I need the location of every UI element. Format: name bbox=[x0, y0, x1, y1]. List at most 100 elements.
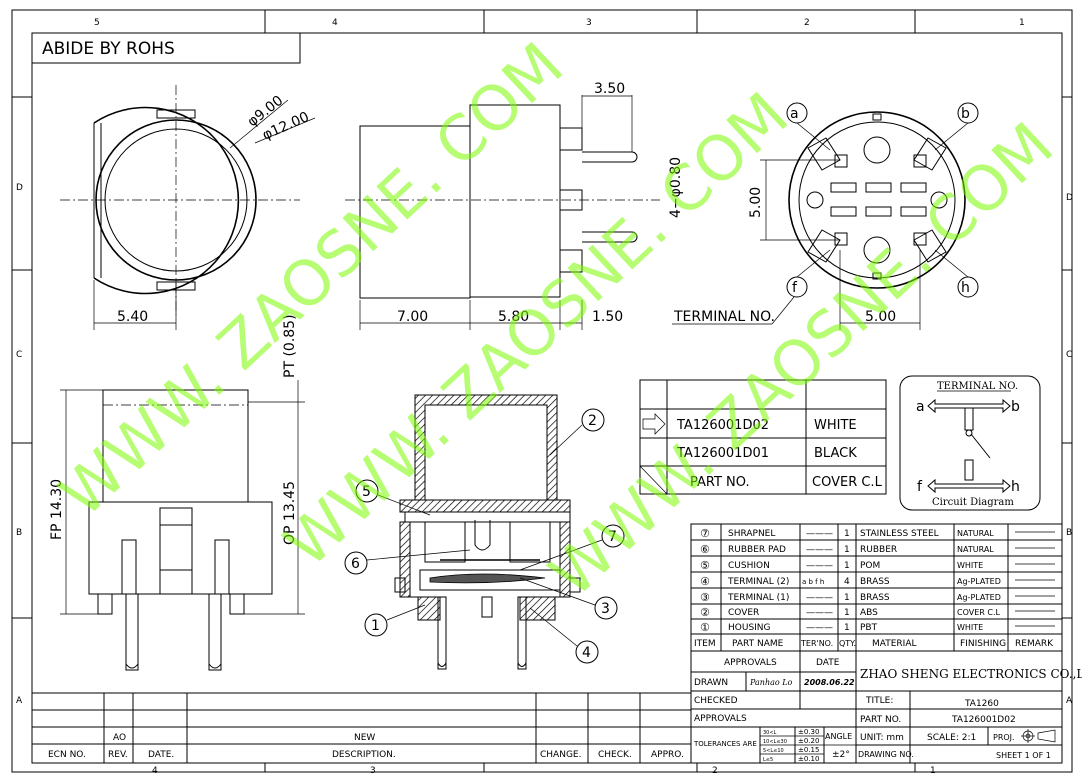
unit-label: UNIT: mm bbox=[860, 733, 904, 743]
svg-text:PBT: PBT bbox=[860, 623, 878, 633]
grid-labels: 5 4 3 2 1 4 3 2 1 D C B A D C B A bbox=[16, 18, 1073, 776]
svg-text:RUBBER: RUBBER bbox=[860, 545, 897, 555]
svg-text:———: ——— bbox=[806, 545, 833, 555]
svg-text:———: ——— bbox=[806, 529, 833, 539]
rev-header: REV. bbox=[108, 750, 128, 760]
bom-table: ⑦ SHRAPNEL ——— 1 STAINLESS STEEL NATURAL… bbox=[690, 523, 1063, 652]
approvals-header: APPROVALS bbox=[724, 658, 777, 668]
bom-row: ⑦ SHRAPNEL ——— 1 STAINLESS STEEL NATURAL bbox=[700, 527, 1055, 540]
tolerances-label: TOLERANCES ARE bbox=[693, 740, 757, 748]
svg-text:NATURAL: NATURAL bbox=[957, 545, 994, 554]
dim-5-40: 5.40 bbox=[117, 309, 148, 325]
part-no-label: PART NO. bbox=[860, 715, 901, 725]
balloons: 1 2 3 4 5 6 7 bbox=[344, 408, 625, 664]
svg-text:④: ④ bbox=[700, 575, 710, 588]
grid-col-label: 1 bbox=[930, 766, 936, 776]
svg-text:WHITE: WHITE bbox=[957, 561, 983, 570]
side-view: 3.50 4−φ0.80 7.00 5.80 1.50 bbox=[345, 81, 684, 330]
bom-row: ① HOUSING ——— 1 PBT WHITE bbox=[700, 621, 1055, 634]
front-view: φ9.00 φ12.00 5.40 bbox=[60, 85, 316, 330]
grid-row-label: C bbox=[16, 350, 22, 360]
dim-3-50: 3.50 bbox=[594, 81, 625, 97]
dim-pins: 4−φ0.80 bbox=[668, 157, 684, 218]
part-row-2: TA126001D01 bbox=[676, 446, 769, 461]
svg-text:⑦: ⑦ bbox=[700, 527, 710, 540]
bom-row: ③ TERMINAL (1) ——— 1 BRASS Ag-PLATED bbox=[700, 591, 1055, 604]
balloon-7: 7 bbox=[608, 529, 617, 545]
balloon-3: 3 bbox=[601, 601, 610, 617]
section-view bbox=[394, 394, 581, 670]
svg-text:TERMINAL (1): TERMINAL (1) bbox=[727, 593, 789, 603]
svg-text:TERMINAL (2): TERMINAL (2) bbox=[727, 577, 789, 587]
dim-h5: 5.00 bbox=[865, 309, 896, 325]
sheet-label: SHEET 1 OF 1 bbox=[996, 751, 1051, 760]
svg-text:COVER C.L: COVER C.L bbox=[957, 608, 1001, 617]
svg-text:STAINLESS STEEL: STAINLESS STEEL bbox=[860, 529, 939, 539]
svg-text:③: ③ bbox=[700, 591, 710, 604]
svg-text:FINISHING: FINISHING bbox=[960, 639, 1006, 649]
projection-symbol-icon bbox=[1021, 729, 1056, 743]
rohs-banner: ABIDE BY ROHS bbox=[31, 32, 301, 64]
svg-text:COVER: COVER bbox=[728, 608, 759, 618]
svg-text:WHITE: WHITE bbox=[957, 623, 983, 632]
svg-text:BRASS: BRASS bbox=[860, 577, 890, 587]
drawn-by: Panhao Lo bbox=[749, 678, 793, 687]
svg-text:±0.15: ±0.15 bbox=[798, 746, 819, 754]
svg-text:Ag-PLATED: Ag-PLATED bbox=[957, 577, 1001, 586]
svg-text:②: ② bbox=[700, 606, 710, 619]
scale-label: SCALE: 2:1 bbox=[927, 733, 976, 743]
circuit-diagram: TERMINAL NO. a b f h Circuit Diagram bbox=[899, 375, 1041, 511]
title-value: TA1260 bbox=[964, 699, 999, 709]
grid-col-label: 1 bbox=[1019, 18, 1025, 28]
svg-text:±0.20: ±0.20 bbox=[798, 737, 819, 745]
side-elevation: FP 14.30 OP 13.45 PT (0.85) bbox=[49, 314, 305, 671]
description-header: DESCRIPTION. bbox=[332, 750, 396, 760]
drawing-no-label: DRAWING NO. bbox=[858, 750, 914, 759]
svg-text:ABS: ABS bbox=[860, 608, 878, 618]
drawing-frame bbox=[11, 9, 1073, 773]
drawn-date: 2008.06.22 bbox=[804, 678, 855, 687]
part-header: PART NO. bbox=[690, 475, 750, 490]
part-row-1: TA126001D02 bbox=[676, 418, 769, 433]
dim-7-00: 7.00 bbox=[397, 309, 428, 325]
bom-row: ⑤ CUSHION ——— 1 POM WHITE bbox=[700, 559, 1055, 572]
svg-text:———: ——— bbox=[806, 561, 833, 571]
part-number-table: TA126001D02 WHITE TA126001D01 BLACK PART… bbox=[639, 379, 887, 495]
svg-text:HOUSING: HOUSING bbox=[728, 623, 771, 633]
balloon-6: 6 bbox=[351, 556, 360, 572]
change-header: CHANGE. bbox=[540, 750, 581, 760]
date-rev-header: DATE. bbox=[148, 750, 174, 760]
drawn-label: DRAWN bbox=[694, 678, 728, 688]
svg-text:SHRAPNEL: SHRAPNEL bbox=[728, 529, 775, 539]
svg-text:±0.10: ±0.10 bbox=[798, 755, 819, 763]
angle-value: ±2° bbox=[832, 750, 850, 760]
grid-col-label: 3 bbox=[370, 766, 376, 776]
svg-text:1: 1 bbox=[844, 545, 850, 555]
svg-text:QTY.: QTY. bbox=[839, 639, 856, 648]
circuit-f: f bbox=[917, 479, 923, 495]
balloon-5: 5 bbox=[362, 484, 371, 500]
bom-header: ITEM PART NAME TER'NO. QTY. MATERIAL FIN… bbox=[694, 639, 1054, 649]
svg-text:4: 4 bbox=[844, 577, 850, 587]
angle-label: ANGLE bbox=[825, 732, 852, 741]
grid-col-label: 4 bbox=[332, 18, 338, 28]
svg-text:REMARK: REMARK bbox=[1015, 639, 1054, 649]
svg-text:1: 1 bbox=[844, 561, 850, 571]
balloon-1: 1 bbox=[371, 618, 380, 634]
svg-text:10<L≤30: 10<L≤30 bbox=[763, 739, 787, 745]
title-label: TITLE: bbox=[865, 696, 893, 706]
grid-col-label: 4 bbox=[152, 766, 158, 776]
dim-fp: FP 14.30 bbox=[49, 479, 65, 540]
title-block: APPROVALS DATE ZHAO SHENG ELECTRONICS CO… bbox=[690, 650, 1082, 764]
dim-5-80: 5.80 bbox=[498, 309, 529, 325]
svg-text:———: ——— bbox=[806, 593, 833, 603]
dim-pt: PT (0.85) bbox=[282, 314, 298, 378]
desc-value: NEW bbox=[354, 733, 375, 743]
terminal-no-label: TERMINAL NO. bbox=[673, 309, 775, 325]
term-b: b bbox=[961, 106, 970, 122]
cover-row-1: WHITE bbox=[814, 418, 857, 433]
svg-text:NATURAL: NATURAL bbox=[957, 529, 994, 538]
svg-text:1: 1 bbox=[844, 529, 850, 539]
circuit-a: a bbox=[916, 399, 925, 415]
